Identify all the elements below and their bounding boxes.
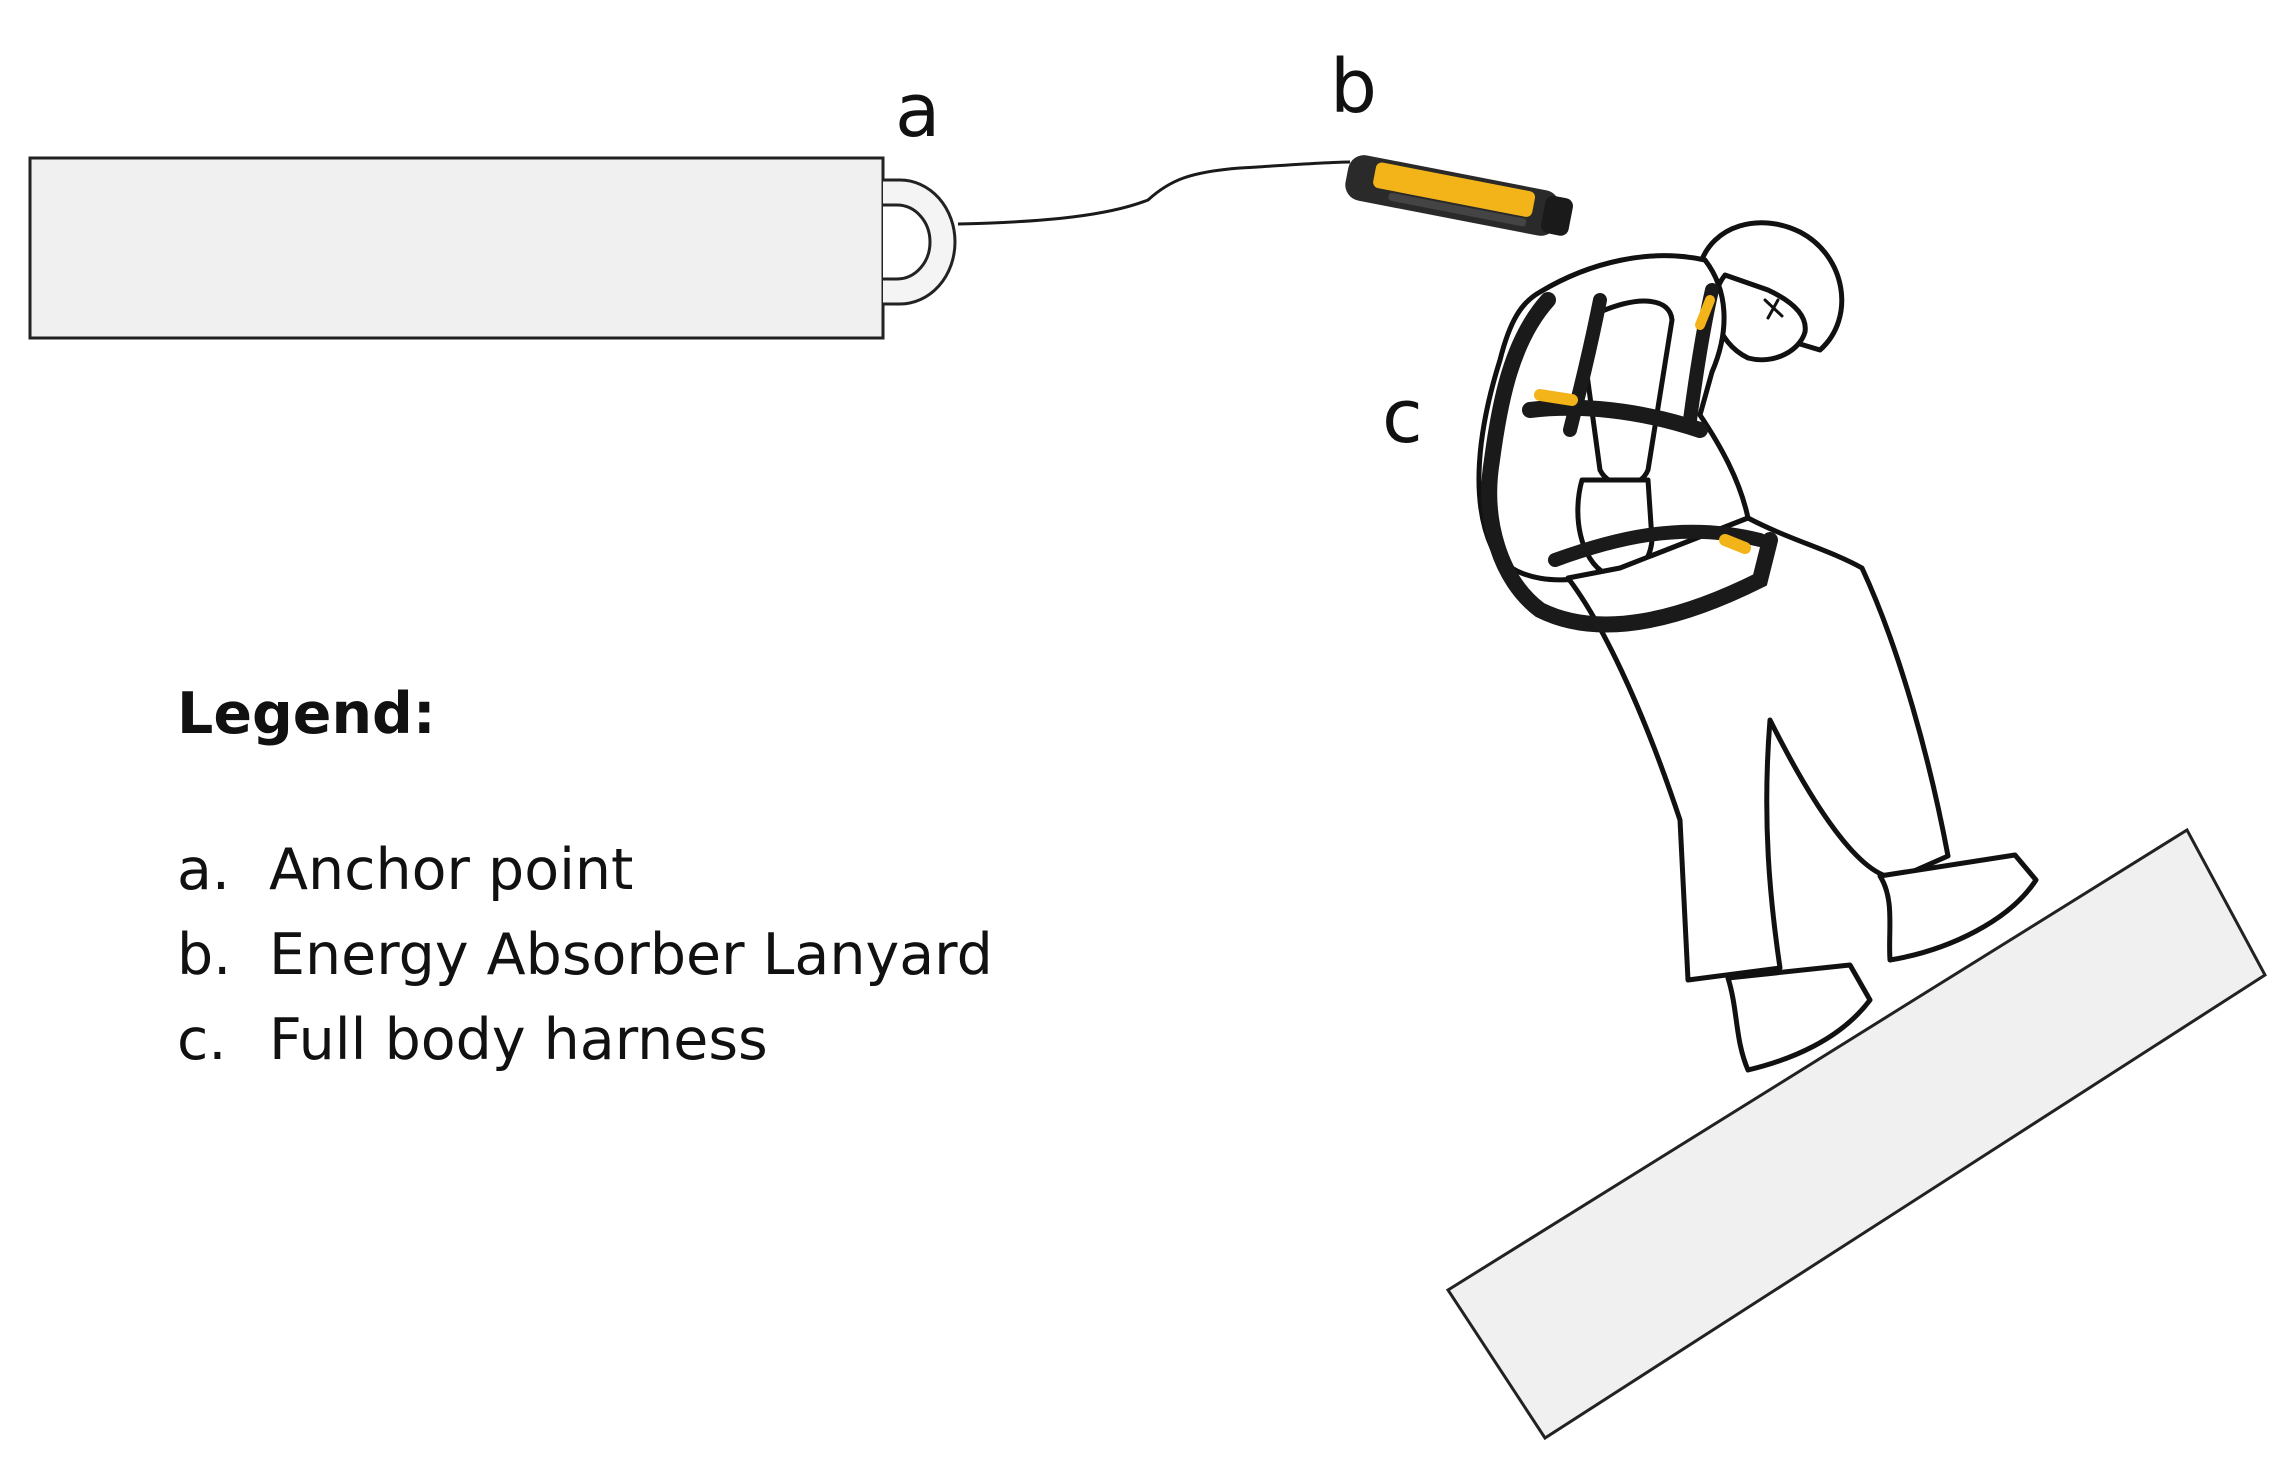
lanyard-strap (957, 160, 1351, 226)
legend-letter: a. (177, 837, 231, 904)
anchor-beam (28, 156, 885, 340)
callout-b: b (1330, 44, 1377, 130)
legend: Legend: a. Anchor point b. Energy Absorb… (177, 680, 1077, 1083)
legend-label: Anchor point (269, 837, 634, 904)
legend-letter: c. (177, 1007, 227, 1074)
harness-webbing (1481, 283, 1778, 633)
worker-figure-icon (1476, 220, 2039, 1073)
legend-item-full-body-harness: c. Full body harness (177, 998, 1077, 1083)
legend-letter: b. (177, 922, 232, 989)
legend-label: Energy Absorber Lanyard (269, 922, 993, 989)
callout-c: c (1382, 374, 1423, 460)
legend-item-energy-absorber-lanyard: b. Energy Absorber Lanyard (177, 913, 1077, 998)
sloped-roof-slab (1445, 827, 2267, 1441)
legend-label: Full body harness (269, 1007, 768, 1074)
legend-title: Legend: (177, 681, 436, 747)
legend-item-anchor-point: a. Anchor point (177, 828, 1077, 913)
anchor-point-icon (883, 178, 957, 306)
energy-absorber-icon (1345, 155, 1573, 236)
legend-list: a. Anchor point b. Energy Absorber Lanya… (177, 828, 1077, 1083)
callout-a: a (895, 68, 940, 154)
